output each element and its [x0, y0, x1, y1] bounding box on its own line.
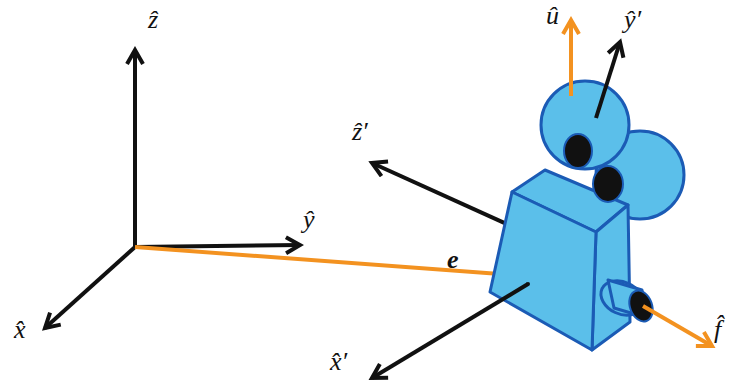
camera-axes-front — [372, 42, 620, 378]
camera-axes — [372, 163, 520, 230]
axis-label: ẑ′ — [352, 118, 368, 147]
world-axes — [45, 50, 300, 328]
axis-label: f̂ — [714, 316, 721, 345]
axis-label: x̂ — [14, 316, 26, 345]
axis-label: û — [546, 2, 559, 31]
axis-label: x̂′ — [330, 348, 347, 377]
axis-label: ẑ — [148, 6, 158, 35]
eye-vector — [135, 247, 515, 275]
lens — [625, 287, 657, 325]
vector-label: e — [447, 246, 459, 275]
camera-body — [490, 81, 684, 350]
axis-label: ŷ′ — [624, 6, 641, 35]
axis-label: ŷ — [303, 206, 315, 235]
reel-holes — [564, 134, 657, 325]
camera-origin — [526, 282, 530, 286]
camera-vectors — [571, 20, 712, 346]
